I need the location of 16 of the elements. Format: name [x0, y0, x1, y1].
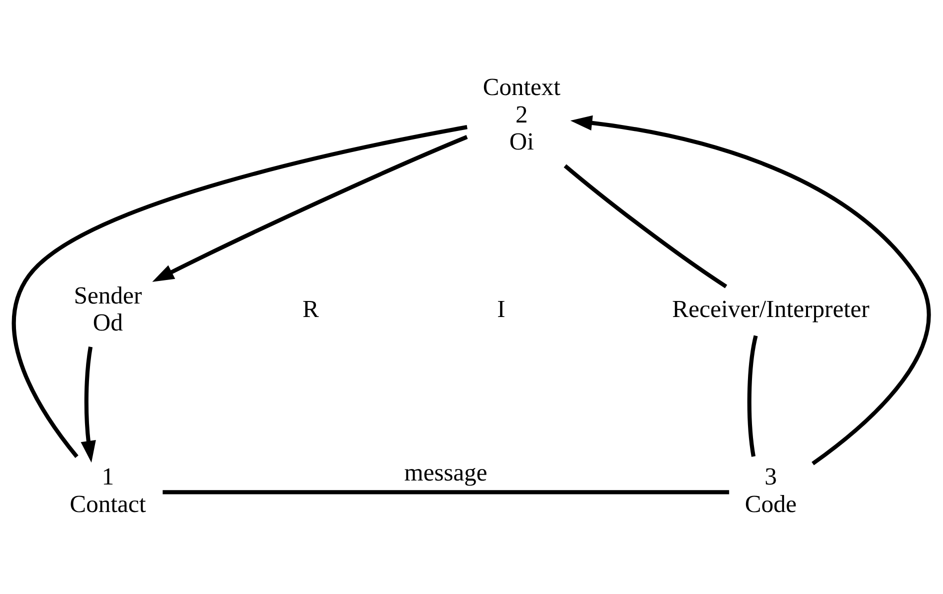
arrow	[80, 346, 96, 462]
label: R	[302, 296, 319, 323]
arrow	[152, 134, 468, 282]
node-label: Oi	[509, 128, 534, 156]
arrow	[570, 114, 931, 465]
connector	[162, 490, 730, 494]
connector	[12, 124, 468, 458]
node-text: Context 2	[482, 74, 560, 128]
node-text: 1 Contact	[70, 463, 146, 518]
node-text: 3 Code	[744, 463, 797, 518]
node-text: Receiver/Interpreter	[672, 296, 870, 323]
connector	[564, 164, 728, 288]
label: I	[497, 296, 506, 323]
edge-label: message	[404, 458, 488, 486]
connector	[747, 334, 758, 456]
node-text: Sender Od	[74, 282, 142, 336]
